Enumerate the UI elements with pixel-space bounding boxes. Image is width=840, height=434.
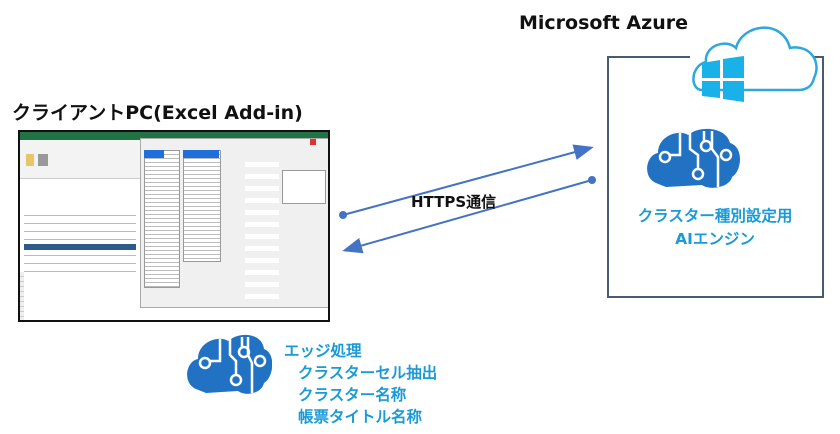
ai-brain-icon	[647, 128, 740, 188]
excel-screenshot	[18, 130, 330, 322]
edge-item: クラスター名称	[298, 386, 407, 404]
edge-brain-icon	[187, 334, 272, 394]
azure-cloud-icon	[692, 26, 818, 102]
engine-label-line1: クラスター種別設定用	[637, 207, 793, 225]
edge-title: エッジ処理	[284, 342, 362, 360]
upload-arrow	[342, 144, 594, 216]
edge-item: クラスターセル抽出	[298, 364, 438, 382]
response-arrow	[342, 179, 593, 254]
windows-logo-icon	[702, 56, 744, 102]
https-label: HTTPS通信	[411, 193, 497, 211]
azure-title: Microsoft Azure	[519, 12, 688, 34]
engine-label-line2: AIエンジン	[675, 230, 755, 248]
client-title: クライアントPC(Excel Add-in)	[12, 102, 303, 124]
edge-item: 帳票タイトル名称	[298, 408, 423, 426]
